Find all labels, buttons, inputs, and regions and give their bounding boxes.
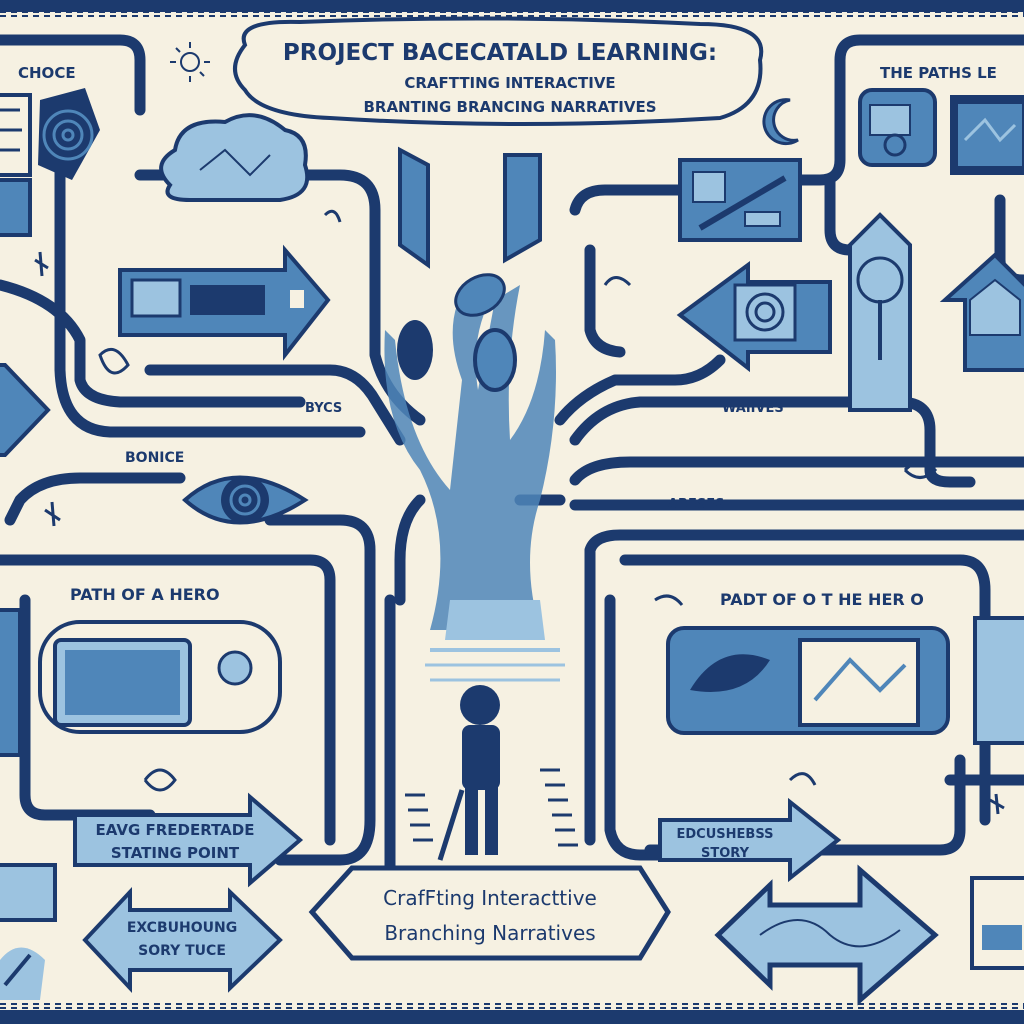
choice-label: CHOCE: [18, 64, 76, 82]
exploring-line-1: EXCBUHOUNG: [127, 920, 237, 936]
cloud-map-icon: [159, 113, 310, 202]
story-line-1: EDCUSHEBSS: [677, 827, 774, 842]
title-line-1: PROJECT BACECATALD LEARNING:: [283, 40, 717, 66]
branching-double-arrow: [714, 864, 939, 1006]
left-section-panel: [0, 608, 282, 757]
abeses-label: ABESES: [668, 497, 724, 512]
house-up-arrow: [939, 252, 1024, 372]
waiives-label: WAIIVES: [722, 401, 784, 416]
exploring-story-arrow: EXCBUHOUNG SORY TUCE: [82, 886, 283, 994]
left-arrow-card: [118, 244, 331, 361]
right-section-panel: [666, 616, 1024, 745]
pencil-card: [678, 158, 802, 242]
spiral-rose-icon: [38, 88, 100, 180]
left-edge-arrow: [0, 363, 51, 457]
starting-point-line-2: STATING POINT: [111, 844, 240, 862]
paths-label: THE PATHS LE: [880, 64, 997, 82]
choice-card: [0, 93, 32, 237]
title-line-2: CRAFTTING INTERACTIVE: [404, 74, 615, 92]
bycs-label: BYCS: [305, 401, 342, 416]
bottom-left-card: [0, 863, 57, 1000]
starting-point-line-1: EAVG FREDERTADE: [96, 821, 255, 839]
hero-child-icon: [437, 685, 500, 861]
banner-line-2: Branching Narratives: [384, 921, 595, 945]
bottom-right-card: [970, 876, 1024, 970]
bonice-label: BONICE: [125, 450, 184, 466]
banner-line-1: CrafFting Interacttive: [383, 886, 597, 910]
moon-icon: [762, 98, 799, 146]
left-section-title: PATH OF A HERO: [70, 585, 220, 604]
eye-spiral-icon: [182, 475, 309, 525]
tree-up-arrow: [848, 212, 912, 412]
starting-point-arrow: EAVG FREDERTADE STATING POINT: [73, 792, 304, 888]
title-line-3: BRANTING BRANCING NARRATIVES: [363, 98, 656, 116]
exploring-line-2: SORY TUCE: [138, 943, 226, 959]
story-arrow: EDCUSHEBSS STORY: [658, 797, 842, 883]
map-card: [950, 95, 1024, 175]
sun-icon: [170, 42, 210, 82]
title-cloud: PROJECT BACECATALD LEARNING: CRAFTTING I…: [233, 16, 764, 126]
central-tree: [384, 146, 565, 682]
compass-card: [858, 88, 937, 167]
flourish-icons: [34, 209, 1005, 815]
crafting-banner: CrafFting Interacttive Branching Narrati…: [308, 865, 671, 961]
story-line-2: STORY: [701, 846, 750, 861]
right-section-title: PADT OF O T HE HER O: [720, 590, 924, 609]
motion-dashes: [405, 768, 578, 847]
spiral-left-arrow: [676, 261, 832, 373]
